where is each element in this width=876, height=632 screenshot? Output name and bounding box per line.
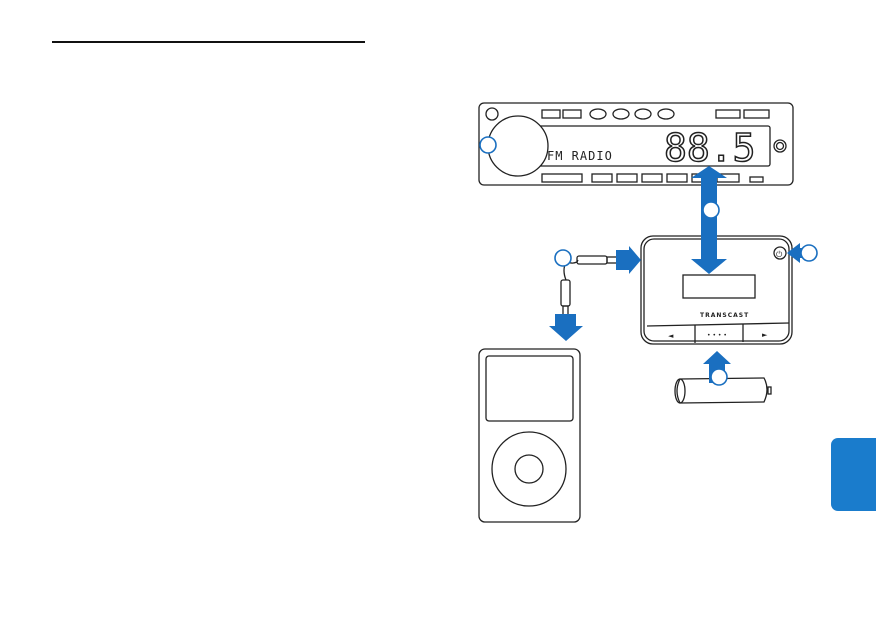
- section-tab: [831, 438, 876, 511]
- output-arrow: [549, 314, 583, 341]
- callout-circle: [702, 201, 720, 219]
- power-icon: ⏻: [776, 250, 783, 259]
- battery: [674, 351, 772, 404]
- header-rule: [52, 41, 365, 43]
- radio-frequency: 88.5: [664, 126, 756, 170]
- music-player: [478, 348, 581, 523]
- car-radio: FM RADIO 88.5: [478, 102, 794, 186]
- double-arrow: [691, 166, 727, 274]
- callout-circle: [710, 368, 728, 386]
- callout-circle: [554, 249, 572, 267]
- next-button: ►: [762, 331, 768, 339]
- input-arrow: [616, 246, 641, 274]
- callout-circle: [800, 244, 818, 262]
- prev-button: ◄: [668, 332, 674, 340]
- brand-label: TRANSCAST: [700, 312, 749, 319]
- dots-button: • • • •: [707, 332, 727, 339]
- radio-label: FM RADIO: [547, 149, 613, 163]
- callout-circle: [479, 136, 497, 154]
- audio-cable: [549, 246, 641, 341]
- fm-transmitter: ⏻ TRANSCAST ◄ • • • • ►: [640, 235, 793, 345]
